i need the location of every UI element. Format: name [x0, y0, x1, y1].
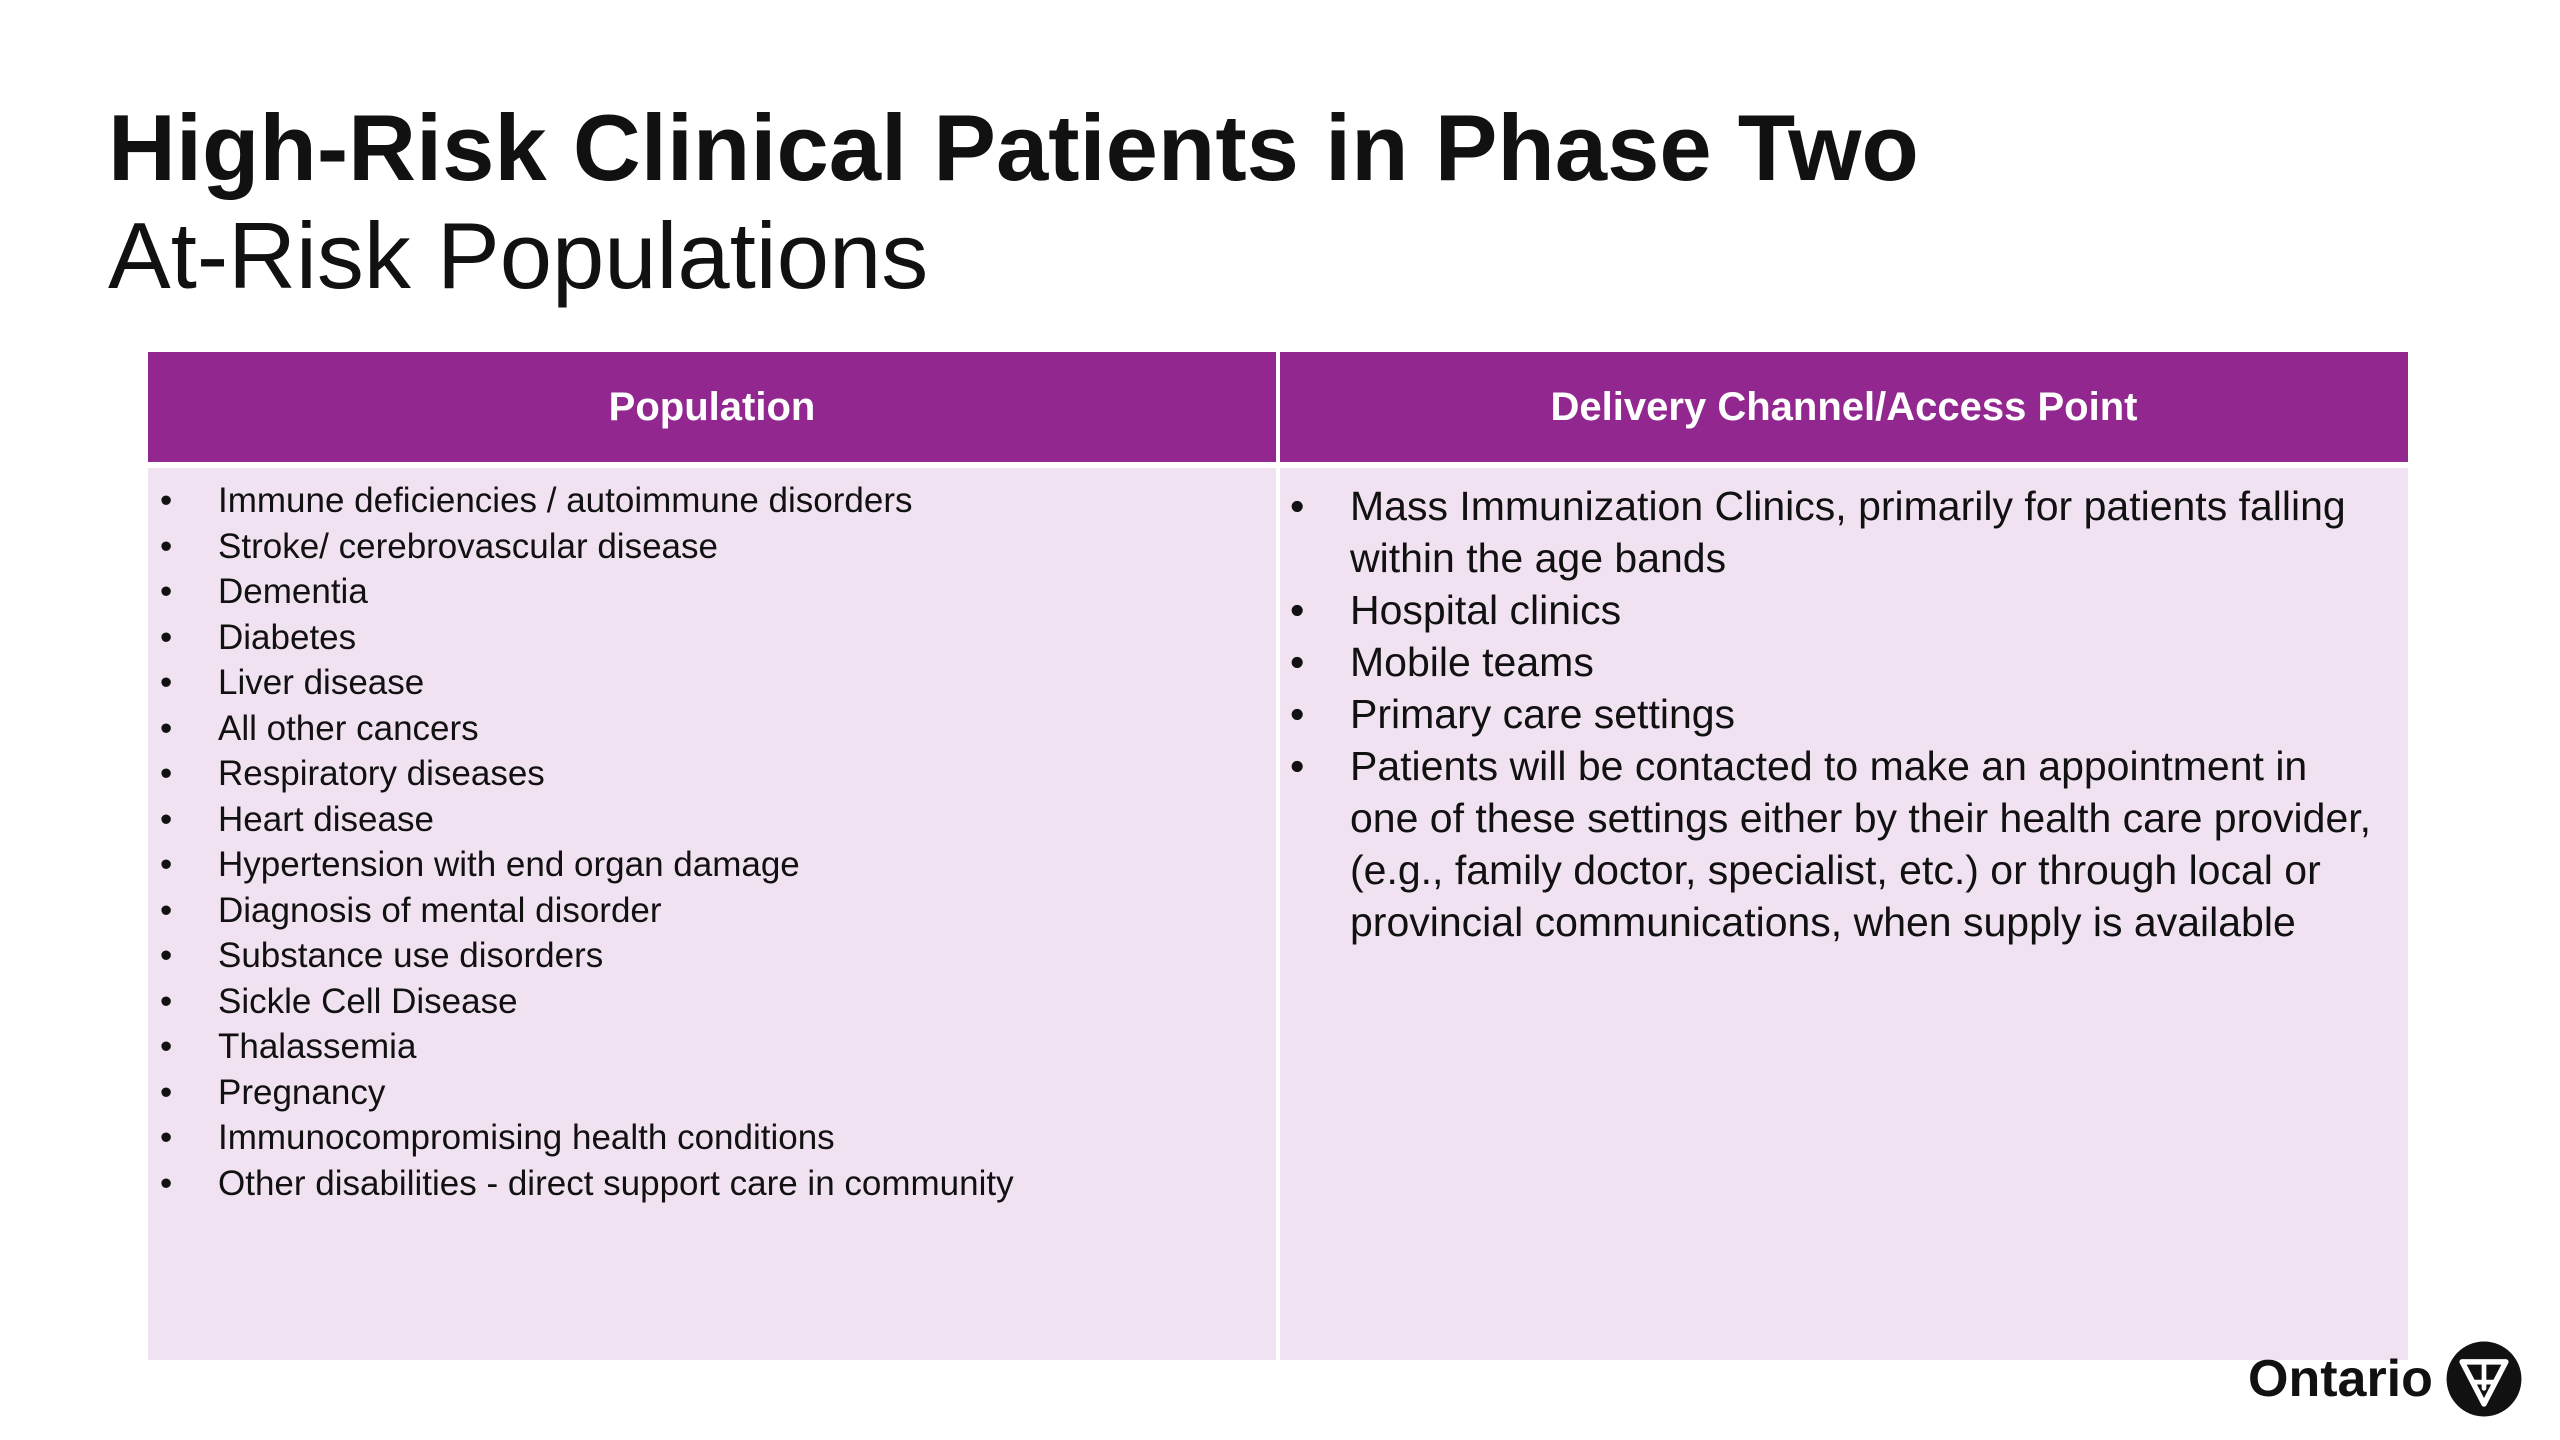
population-item: • Liver disease [148, 660, 1014, 706]
population-item: • Diabetes [148, 615, 1014, 661]
bullet-icon: • [160, 481, 173, 520]
column-divider [1276, 352, 1280, 1360]
population-item-text: Other disabilities - direct support care… [218, 1163, 1014, 1203]
logo-text: Ontario [2248, 1350, 2433, 1408]
delivery-item: • Mass Immunization Clinics, primarily fo… [1280, 480, 2380, 584]
bullet-icon: • [160, 936, 173, 975]
ontario-logo: Ontario [2248, 1338, 2523, 1420]
bullet-icon: • [160, 708, 173, 748]
delivery-item: • Hospital clinics [1280, 584, 2380, 636]
bullet-icon: • [160, 1027, 173, 1066]
delivery-item-text: Mobile teams [1350, 639, 1594, 685]
delivery-item: • Primary care settings [1280, 688, 2380, 740]
population-item-text: Substance use disorders [218, 936, 604, 975]
population-item-text: Thalassemia [218, 1027, 417, 1066]
population-cell: • Immune deficiencies / autoimmune disord… [148, 468, 1276, 1360]
ontario-trillium-icon [2446, 1341, 2522, 1417]
bullet-icon: • [160, 845, 173, 884]
delivery-item: • Mobile teams [1280, 636, 2380, 688]
page-title: High-Risk Clinical Patients in Phase Two [108, 95, 1919, 200]
bullet-icon: • [1290, 691, 1305, 737]
bullet-icon: • [160, 799, 173, 839]
population-item: • Pregnancy [148, 1070, 1014, 1116]
population-item-text: Respiratory diseases [218, 754, 545, 793]
populations-table: Population Delivery Channel/Access Point… [148, 352, 2408, 1360]
population-item: • All other cancers [148, 706, 1014, 752]
delivery-item: • Patients will be contacted to make an a… [1280, 740, 2380, 948]
bullet-icon: • [160, 526, 173, 566]
population-item: • Sickle Cell Disease [148, 979, 1014, 1025]
bullet-icon: • [160, 890, 173, 930]
bullet-icon: • [160, 1072, 173, 1112]
population-item-text: Pregnancy [218, 1072, 386, 1112]
delivery-cell: • Mass Immunization Clinics, primarily fo… [1280, 468, 2408, 1360]
population-item-text: Liver disease [218, 663, 425, 702]
bullet-icon: • [160, 1163, 173, 1203]
population-item: • Hypertension with end organ damage [148, 842, 1014, 888]
header-population: Population [148, 352, 1276, 462]
bullet-icon: • [160, 572, 173, 611]
population-item-text: Heart disease [218, 799, 434, 839]
delivery-item-text: Mass Immunization Clinics, primarily for… [1350, 483, 2346, 581]
population-item-text: Sickle Cell Disease [218, 981, 518, 1021]
population-item-text: All other cancers [218, 708, 479, 748]
population-item: • Immune deficiencies / autoimmune disord… [148, 478, 1014, 524]
bullet-icon: • [1290, 587, 1305, 633]
population-item: • Heart disease [148, 797, 1014, 843]
bullet-icon: • [1290, 483, 1305, 529]
population-item-text: Immunocompromising health conditions [218, 1118, 835, 1157]
population-item: • Immunocompromising health conditions [148, 1115, 1014, 1161]
delivery-list: • Mass Immunization Clinics, primarily fo… [1280, 480, 2380, 948]
bullet-icon: • [160, 754, 173, 793]
bullet-icon: • [160, 981, 173, 1021]
population-item: • Respiratory diseases [148, 751, 1014, 797]
population-item: • Substance use disorders [148, 933, 1014, 979]
population-item-text: Stroke/ cerebrovascular disease [218, 526, 718, 566]
delivery-item-text: Primary care settings [1350, 691, 1736, 737]
bullet-icon: • [160, 617, 173, 657]
bullet-icon: • [1290, 743, 1305, 789]
page-subtitle: At-Risk Populations [108, 203, 929, 308]
population-item-text: Immune deficiencies / autoimmune disorde… [218, 481, 913, 520]
bullet-icon: • [160, 663, 173, 702]
population-item: • Other disabilities - direct support car… [148, 1161, 1014, 1207]
population-item: • Stroke/ cerebrovascular disease [148, 524, 1014, 570]
delivery-item-text: Patients will be contacted to make an ap… [1350, 743, 2372, 945]
bullet-icon: • [1290, 639, 1305, 685]
population-item-text: Diagnosis of mental disorder [218, 890, 662, 930]
population-item: • Dementia [148, 569, 1014, 615]
population-list: • Immune deficiencies / autoimmune disord… [148, 478, 1014, 1206]
population-item-text: Dementia [218, 572, 368, 611]
population-item-text: Diabetes [218, 617, 357, 657]
delivery-item-text: Hospital clinics [1350, 587, 1622, 633]
header-delivery-channel: Delivery Channel/Access Point [1280, 352, 2408, 462]
population-item-text: Hypertension with end organ damage [218, 845, 800, 884]
bullet-icon: • [160, 1118, 173, 1157]
population-item: • Diagnosis of mental disorder [148, 888, 1014, 934]
population-item: • Thalassemia [148, 1024, 1014, 1070]
